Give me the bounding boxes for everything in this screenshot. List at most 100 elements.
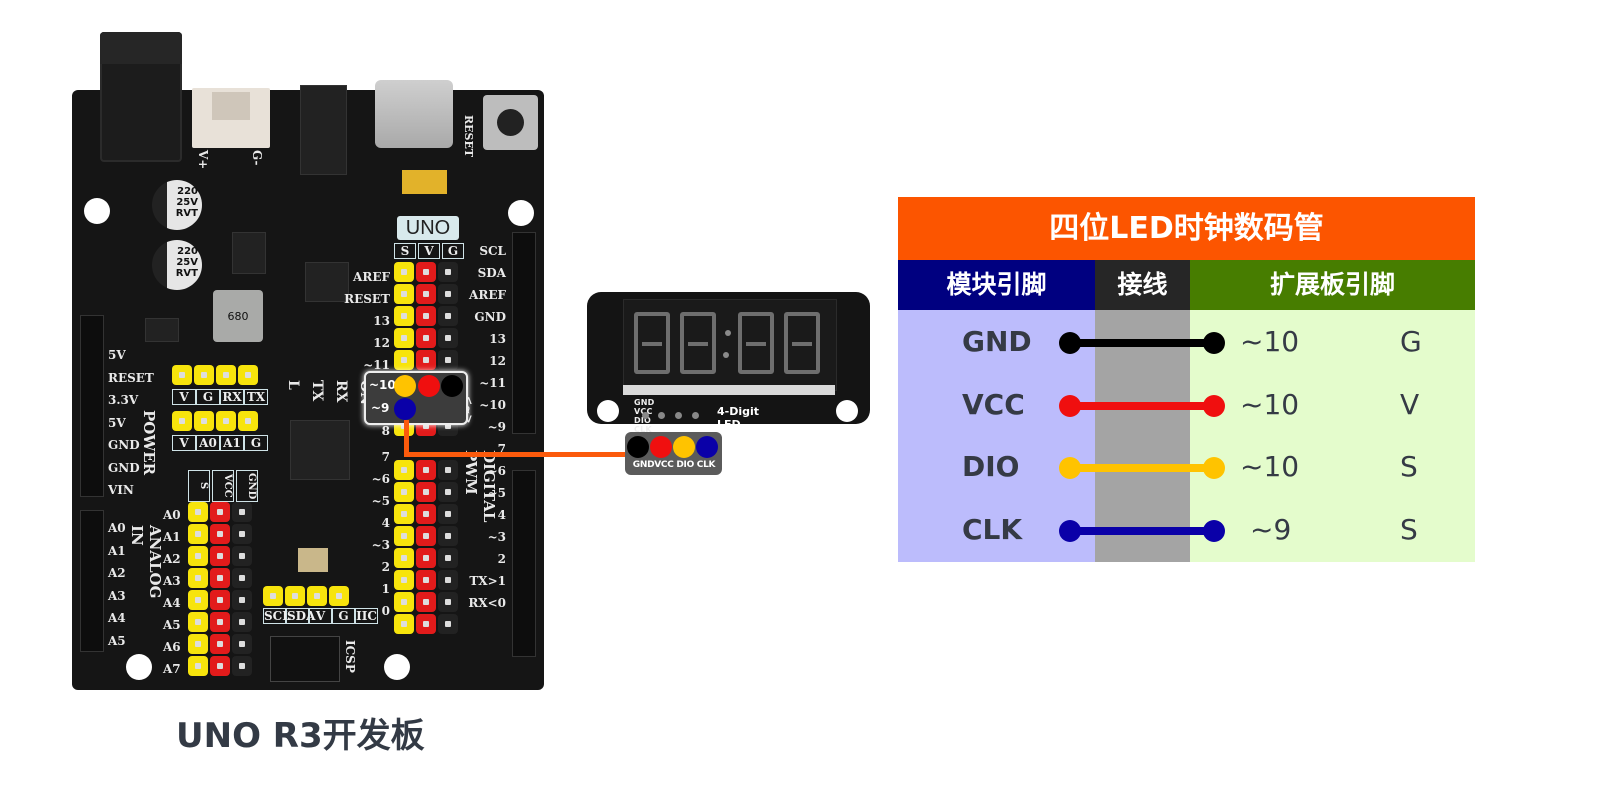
pin-label: 2: [497, 552, 506, 566]
header-pin: [438, 460, 458, 480]
led-label: RX: [333, 380, 349, 403]
wire-end-right: [1203, 520, 1225, 543]
header-pin: [394, 306, 414, 326]
jst-minus-label: G-: [250, 150, 264, 166]
led-labels: LTXRXON: [285, 380, 373, 405]
dc-power-jack-top: [100, 32, 182, 64]
pin-label: RESET: [108, 370, 154, 385]
callout-pin-10: ~10: [369, 378, 396, 392]
header-pin: [438, 526, 458, 546]
pin-label: A4: [163, 596, 181, 610]
pin-label: ~3: [487, 530, 506, 544]
pin-label: ~10: [479, 398, 506, 412]
header-pin: [210, 568, 230, 588]
seven-segment-display: [623, 299, 837, 391]
analog-column-label: VCC: [212, 470, 234, 502]
pin-label: ~6: [487, 464, 506, 478]
female-header-analog: [80, 510, 104, 652]
pin-label: GND: [108, 438, 140, 452]
header-pin: [210, 502, 230, 522]
header-pin: [210, 612, 230, 632]
pin-label: 4: [381, 516, 390, 530]
pin-box-label: IIC: [355, 608, 378, 624]
header-pin: [438, 306, 458, 326]
pin-label: AREF: [469, 288, 506, 302]
capacitor-text: 220: [177, 246, 198, 257]
header-pin: [210, 524, 230, 544]
capacitor-text: 25V: [176, 257, 198, 268]
header-pin: [394, 262, 414, 282]
ldo-chip: [145, 318, 179, 342]
iic-header: [263, 586, 349, 606]
plug-gnd-dot: [627, 436, 649, 458]
module-mount-hole: [836, 400, 858, 422]
column-label-g: G: [442, 243, 464, 259]
column-label-v: V: [418, 243, 440, 259]
header-pin: [210, 634, 230, 654]
led-label: TX: [309, 380, 325, 402]
header-pin: [416, 262, 436, 282]
pin-label: ~5: [371, 494, 390, 508]
header-pin: [394, 570, 414, 590]
header-pin: [194, 411, 214, 431]
pin-label: ~5: [487, 486, 506, 500]
header-pin: [232, 546, 252, 566]
header-pin: [416, 570, 436, 590]
pin-label: ~9: [487, 420, 506, 434]
header-board-pin: 扩展板引脚: [1190, 260, 1475, 310]
header-pin: [416, 460, 436, 480]
uno-badge: UNO: [397, 216, 459, 240]
mounting-hole: [126, 654, 152, 680]
header-pin: [438, 592, 458, 612]
board-pin-type-cell: V: [1400, 387, 1420, 421]
mounting-hole: [384, 654, 410, 680]
pin-label: A3: [163, 574, 181, 588]
header-pin: [188, 546, 208, 566]
header-pin: [210, 590, 230, 610]
callout-clk-dot: [394, 398, 416, 420]
module-pin-column: [898, 310, 1095, 562]
header-pin: [394, 548, 414, 568]
jst-plus-label: V+: [196, 150, 210, 170]
module-pin-clk: [692, 412, 699, 419]
module-pin-cell: GND: [962, 325, 1032, 358]
wiring-column: [1095, 310, 1190, 562]
wire-line: [1070, 464, 1214, 473]
header-pin: [416, 548, 436, 568]
connector-wire-horizontal: [404, 452, 628, 457]
header-pin: [188, 590, 208, 610]
pin-box-label: G: [244, 435, 268, 451]
connector-wire-vertical: [404, 420, 409, 456]
usb-serial-chip: [300, 85, 347, 175]
board-pin-column: [1190, 310, 1475, 562]
capacitor-text: RVT: [175, 268, 198, 279]
wire-end-left: [1059, 394, 1081, 417]
female-header-power: [80, 315, 104, 497]
pin-label: 1: [381, 582, 390, 596]
capacitor-text: 25V: [176, 197, 198, 208]
pin-box-label: RX: [220, 389, 244, 405]
wire-end-left: [1059, 520, 1081, 543]
atmega328p-chip: [290, 420, 350, 480]
pin-box-label: A1: [220, 435, 244, 451]
header-pin: [416, 614, 436, 634]
pin-label: A0: [163, 508, 181, 522]
capacitor-text: 220: [177, 186, 198, 197]
mounting-hole: [508, 200, 534, 226]
plug-labels: GNDVCC DIO CLK: [632, 460, 716, 470]
pin-label: GND: [474, 310, 506, 324]
wire-end-left: [1059, 457, 1081, 480]
pin-label: A2: [163, 552, 181, 566]
pin-label: A6: [163, 640, 181, 654]
header-pin: [210, 546, 230, 566]
header-pin: [438, 614, 458, 634]
pin-label: A1: [163, 530, 181, 544]
header-pin: [307, 586, 327, 606]
header-pin: [438, 284, 458, 304]
digit-2: [680, 312, 716, 374]
header-pin: [394, 482, 414, 502]
header-pin: [394, 350, 414, 370]
